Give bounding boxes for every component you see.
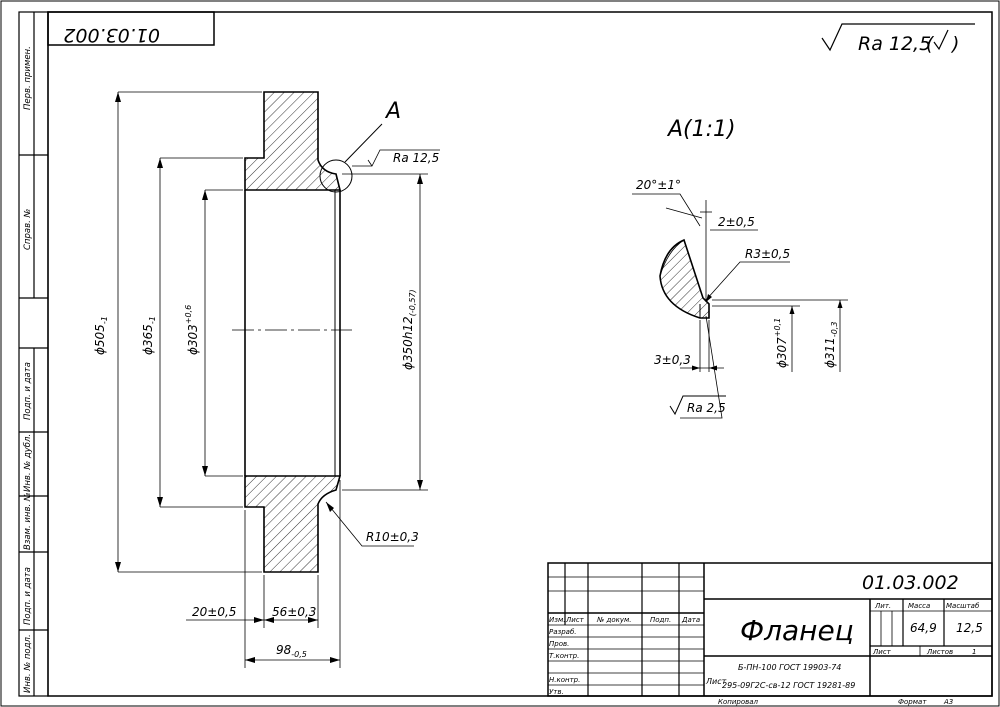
side-label-sprav: Справ. №	[23, 208, 33, 250]
role-utv: Утв.	[549, 688, 564, 696]
side-strip-labels: Перв. примен. Справ. № Подп. и дата Инв.…	[23, 46, 33, 693]
designation: 01.03.002	[862, 572, 959, 594]
general-roughness-paren-close: )	[950, 33, 959, 55]
side-label-podl: Инв. № подл.	[23, 634, 33, 693]
header-scale: Масштаб	[946, 602, 980, 610]
mirrored-designation: 01.03.002	[63, 24, 160, 46]
col-izm: Изм.	[549, 616, 565, 624]
header-lit: Лит.	[874, 602, 891, 610]
dim-w56: 56±0,3	[272, 605, 316, 619]
roughness-detail: Ra 2,5	[687, 401, 726, 415]
role-razrab: Разраб.	[549, 628, 577, 636]
detail-view: A(1:1)	[659, 117, 736, 319]
col-sign: Подп.	[650, 616, 671, 624]
header-mass: Масса	[908, 602, 930, 610]
format-label: Формат	[898, 698, 927, 706]
side-label-dubl: Инв. № дубл.	[23, 434, 33, 492]
general-roughness-paren-open: (	[926, 33, 935, 55]
sheets-value: 1	[972, 648, 976, 656]
col-date: Дата	[681, 616, 700, 624]
copied-label: Копировал	[718, 698, 759, 706]
general-roughness-value: Ra 12,5	[858, 33, 931, 55]
main-dimension-arrows	[115, 92, 423, 663]
side-label-vzam: Взам. инв. №	[23, 492, 33, 550]
detail-callout-label: A	[384, 99, 401, 124]
detail-dimension-texts: 20°±1° 2±0,5 R3±0,5 3±0,3 ϕ307+0,1 ϕ311-…	[636, 178, 839, 416]
roughness-top-face: Ra 12,5	[393, 151, 439, 165]
side-label-perv: Перв. примен.	[23, 46, 33, 110]
material-line2: 295-09Г2С-св-12 ГОСТ 19281-89	[722, 681, 855, 690]
dim-angle: 20°±1°	[636, 178, 681, 192]
dim-d311: ϕ311-0,3	[823, 322, 839, 368]
dim-w20: 20±0,5	[192, 605, 236, 619]
dim-w98: 98-0,5	[276, 643, 307, 659]
general-roughness: Ra 12,5 ( )	[821, 23, 975, 55]
dim-d303: ϕ303+0,6	[184, 305, 200, 355]
detail-section	[659, 238, 710, 319]
part-title: Фланец	[740, 614, 854, 647]
role-tkontr: Т.контр.	[549, 652, 579, 660]
sheet-label: Лист	[872, 648, 892, 656]
side-strip	[18, 11, 49, 697]
detail-title: A(1:1)	[666, 117, 736, 142]
flange-lower-section	[244, 475, 342, 573]
dim-d365: ϕ365-1	[141, 316, 157, 355]
dim-d505: ϕ505-1	[93, 316, 109, 355]
title-block	[547, 562, 993, 697]
dim-r10: R10±0,3	[366, 530, 419, 544]
main-dimension-texts: ϕ505-1 ϕ365-1 ϕ303+0,6 ϕ350h12(-0,57) R1…	[93, 151, 439, 659]
role-prov: Пров.	[549, 640, 569, 648]
sheets-label: Листов	[926, 648, 953, 656]
scale-value: 12,5	[956, 621, 983, 635]
col-list: Лист	[565, 616, 585, 624]
mass-value: 64,9	[910, 621, 937, 635]
flange-section-view: A	[232, 91, 401, 573]
dim-d350: ϕ350h12(-0,57)	[401, 289, 417, 370]
col-doc: № докум.	[596, 616, 632, 624]
side-label-podp1: Подп. и дата	[23, 362, 33, 420]
title-block-texts: 01.03.002 Фланец Б-ПН-100 ГОСТ 19903-74 …	[549, 572, 983, 706]
roughness-check-icon	[933, 29, 949, 51]
dim-r3: R3±0,5	[745, 247, 790, 261]
material-line2-prefix: Лист	[705, 677, 727, 686]
flange-upper-section	[244, 91, 342, 191]
detail-dimension-arrows	[692, 294, 843, 371]
dim-w3: 3±0,3	[654, 353, 691, 367]
side-label-podp2: Подп. и дата	[23, 567, 33, 625]
mirrored-designation-box: 01.03.002	[47, 11, 215, 46]
dim-chamfer: 2±0,5	[718, 215, 755, 229]
material-line1: Б-ПН-100 ГОСТ 19903-74	[738, 663, 841, 672]
format-value: A3	[943, 698, 953, 706]
dim-d307: ϕ307+0,1	[773, 318, 789, 368]
role-nkontr: Н.контр.	[549, 676, 580, 684]
